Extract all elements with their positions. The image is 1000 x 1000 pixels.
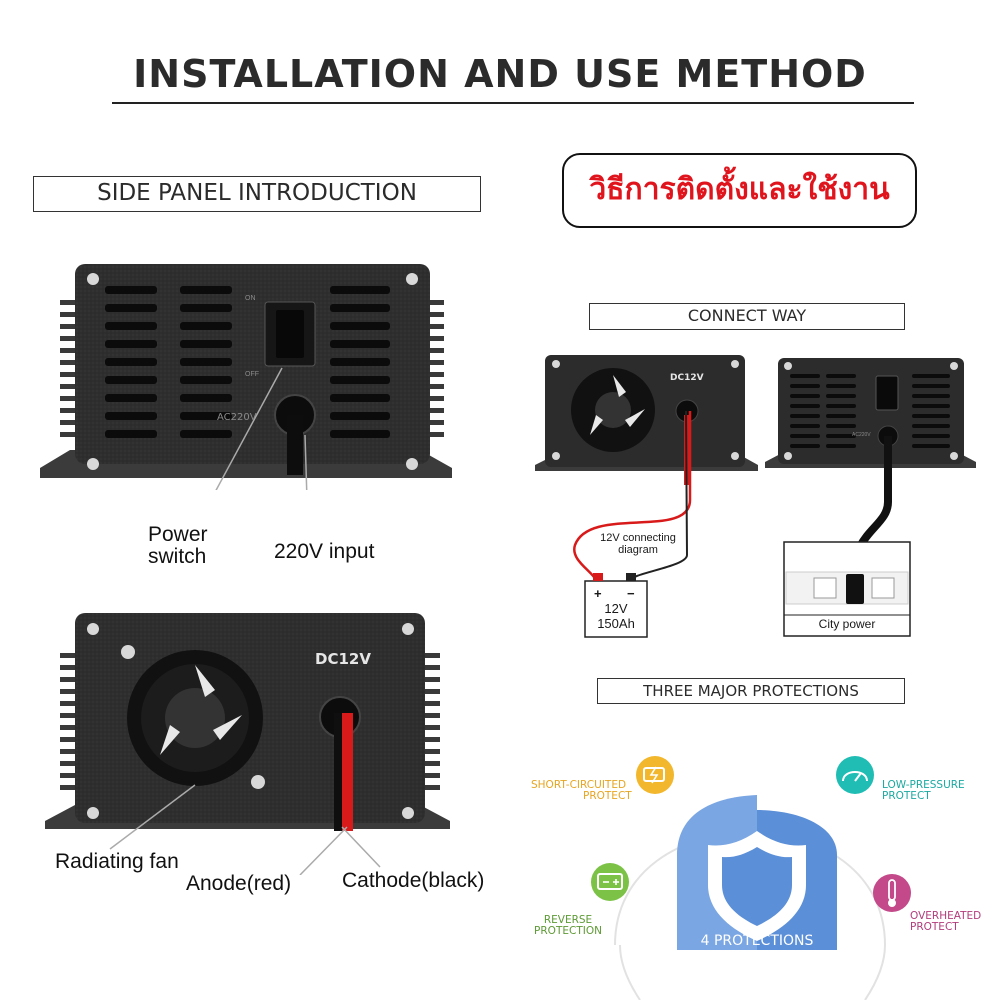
cathode-callout: Cathode(black) (342, 869, 485, 892)
dc-output-marking: DC12V (315, 650, 371, 668)
connecting-diagram-label-line2: diagram (618, 544, 658, 556)
switch-off-marking: OFF (245, 371, 259, 378)
battery-label: 12V 150Ah (585, 601, 647, 631)
protection-low-pressure-line1: LOW-PRESSURE (882, 779, 965, 791)
protection-reverse-line1: REVERSE (543, 914, 593, 926)
protection-reverse: REVERSE PROTECTION (533, 915, 603, 937)
dc-connection-diagram (535, 355, 758, 638)
battery-plus-terminal: + (594, 586, 602, 601)
connecting-diagram-label-line1: 12V connecting (600, 532, 676, 544)
protection-overheated-line2: PROTECT (910, 921, 959, 933)
power-switch-callout-line1: Power (148, 523, 208, 546)
ac-input-marking: AC220V (217, 412, 257, 423)
ac-side-panel-illustration (40, 264, 452, 490)
connecting-diagram-label: 12V connecting diagram (583, 532, 693, 556)
connect-way-heading: CONNECT WAY (589, 303, 905, 330)
anode-callout: Anode(red) (186, 872, 292, 895)
protection-short-circuit-line1: SHORT-CIRCUITED (531, 779, 627, 791)
thai-title-badge: วิธีการติดตั้งและใช้งาน (562, 153, 917, 228)
protection-reverse-line2: PROTECTION (534, 925, 602, 937)
ac-input-callout: 220V input (274, 540, 375, 563)
protection-overheated-line1: OVERHEATED (910, 910, 982, 922)
four-protections-label: 4 PROTECTIONS (700, 933, 814, 949)
protection-short-circuit-line2: PROTECT (583, 790, 632, 802)
connect-ac-marking: AC220V (852, 432, 871, 438)
protection-low-pressure: LOW-PRESSURE PROTECT (882, 780, 965, 802)
battery-minus-terminal: − (627, 586, 635, 601)
protection-low-pressure-line2: PROTECT (882, 790, 931, 802)
connect-dc-marking: DC12V (670, 373, 704, 383)
power-switch-callout: Power switch (148, 524, 208, 568)
side-panel-heading: SIDE PANEL INTRODUCTION (33, 176, 481, 212)
protection-overheated: OVERHEATED PROTECT (910, 911, 981, 933)
battery-capacity: 150Ah (597, 616, 635, 631)
fan-callout: Radiating fan (55, 850, 179, 873)
protections-heading: THREE MAJOR PROTECTIONS (597, 678, 905, 704)
protection-short-circuit: SHORT-CIRCUITED PROTECT (531, 780, 632, 802)
dc-side-panel-illustration (45, 613, 450, 875)
ac-connection-diagram (765, 358, 976, 637)
city-power-label: City power (818, 617, 876, 631)
protections-illustration (591, 756, 911, 1000)
switch-on-marking: ON (245, 295, 256, 302)
power-switch-callout-line2: switch (148, 545, 207, 568)
battery-voltage: 12V (604, 601, 628, 616)
title-underline (112, 102, 914, 104)
page-title: INSTALLATION AND USE METHOD (133, 52, 867, 96)
